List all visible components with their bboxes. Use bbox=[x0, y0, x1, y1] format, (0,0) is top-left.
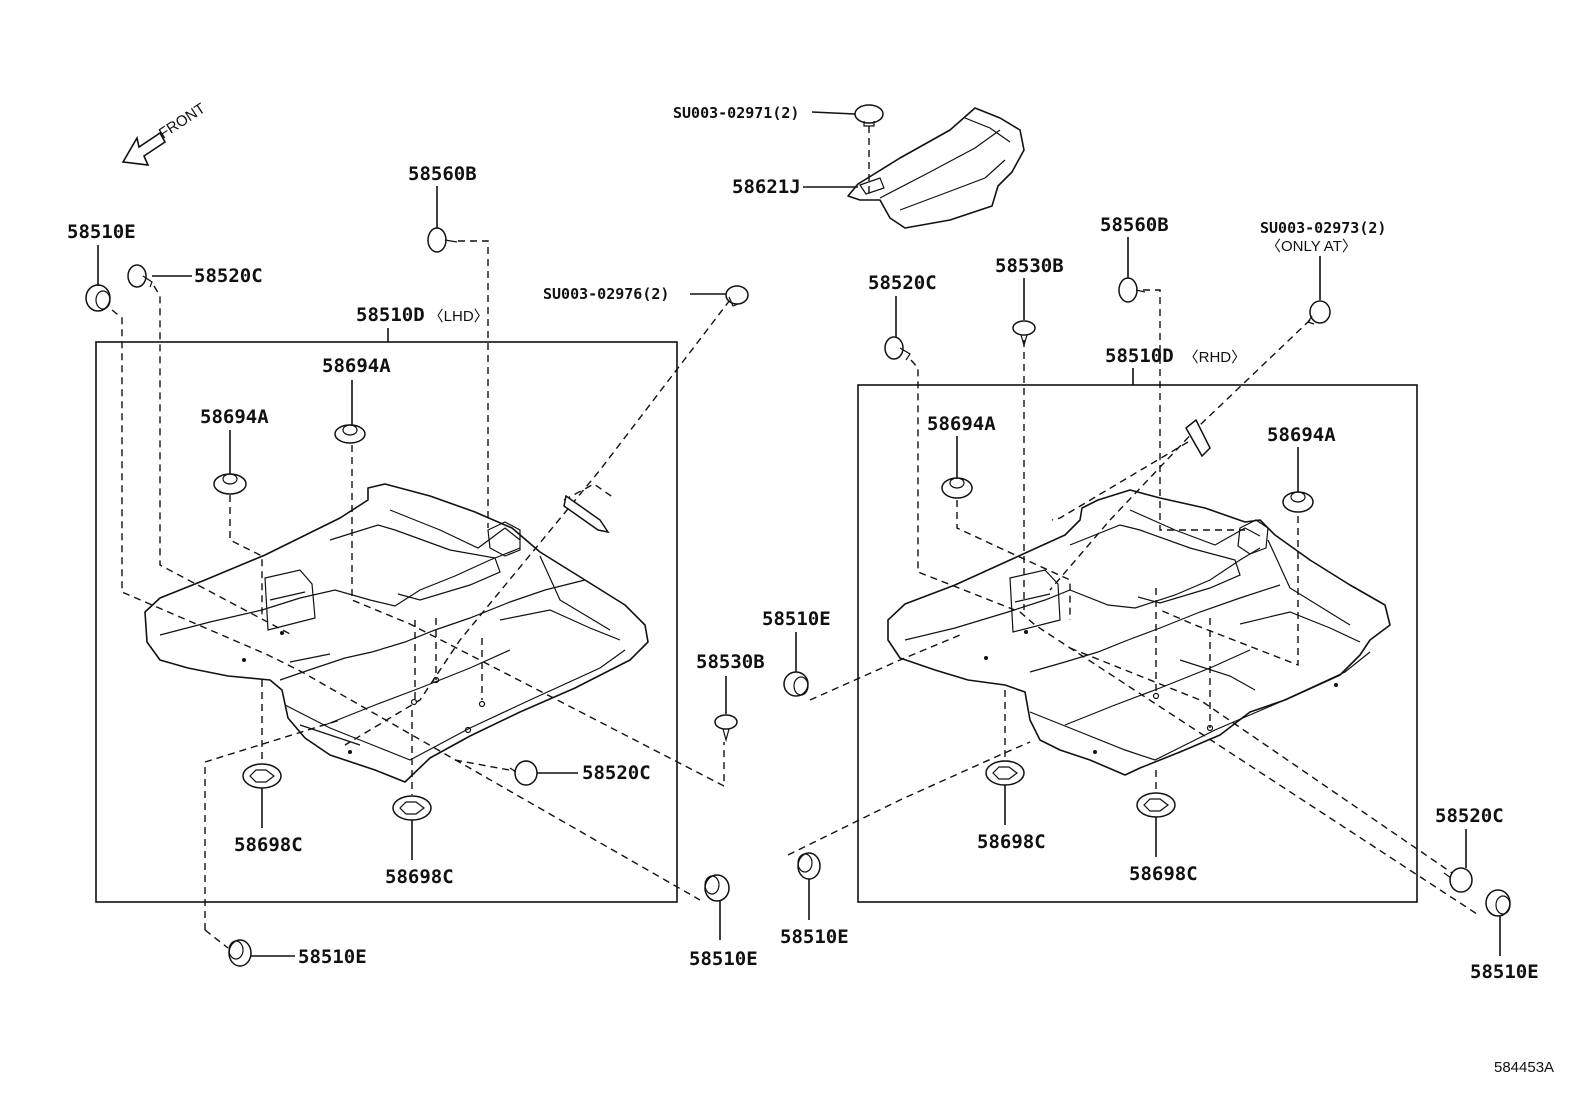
label-58510D-rhd-code: 58510D bbox=[1105, 345, 1174, 367]
label-58621J: 58621J bbox=[732, 176, 801, 198]
left-group-lhd: 58510E 58520C 58560B SU003-02976(2) 5851… bbox=[67, 163, 765, 970]
floor-carpet-rhd bbox=[887, 489, 1391, 776]
bracket-left-icon bbox=[563, 494, 610, 534]
clip-58560B-right-icon bbox=[1118, 277, 1146, 303]
label-58510E-top-left: 58510E bbox=[67, 221, 136, 243]
clip-58520C-right-left-icon bbox=[509, 760, 538, 786]
duct-58621J: SU003-02971(2) 58621J bbox=[673, 104, 1025, 229]
label-su003-02976: SU003-02976(2) bbox=[543, 285, 669, 303]
label-58510E-bottom-left: 58510E bbox=[298, 946, 367, 968]
right-frame bbox=[857, 384, 1418, 903]
label-58510E-left-right: 58510E bbox=[762, 608, 831, 630]
label-su003-02973: SU003-02973(2) bbox=[1260, 219, 1386, 237]
clip-58694A-left-right-icon bbox=[941, 477, 973, 499]
label-58694A-left: 58694A bbox=[200, 406, 269, 428]
clip-su003-02976-icon bbox=[725, 285, 749, 307]
label-only-at: 〈ONLY AT〉 bbox=[1266, 238, 1357, 255]
label-58510D-lhd-qualifier: 〈LHD〉 bbox=[429, 308, 489, 325]
clip-58510E-far-right-icon bbox=[1485, 889, 1511, 917]
clip-58510E-top-left-icon bbox=[85, 284, 111, 312]
label-58510D-rhd-qualifier: 〈RHD〉 bbox=[1184, 349, 1247, 366]
label-58698C-left-right: 58698C bbox=[977, 831, 1046, 853]
bracket-right-icon bbox=[1185, 418, 1211, 458]
label-58510E-far-right: 58510E bbox=[1470, 961, 1539, 983]
label-58560B-right: 58560B bbox=[1100, 214, 1169, 236]
right-leaders bbox=[787, 289, 1481, 917]
floor-carpet-lhd bbox=[144, 483, 649, 783]
label-58694A-right: 58694A bbox=[1267, 424, 1336, 446]
label-58510E-bottom-right: 58510E bbox=[780, 926, 849, 948]
clip-58510E-bottom-left-icon bbox=[228, 939, 252, 967]
label-58520C-bottom-right: 58520C bbox=[1435, 805, 1504, 827]
clip-su003-02973-icon bbox=[1307, 300, 1331, 325]
label-58698C-mid: 58698C bbox=[385, 866, 454, 888]
label-58510E-right-left: 58510E bbox=[689, 948, 758, 970]
label-58698C-right: 58698C bbox=[1129, 863, 1198, 885]
label-58694A-top-left: 58694A bbox=[322, 355, 391, 377]
label-58520C-right-left: 58520C bbox=[582, 762, 651, 784]
label-58560B-left: 58560B bbox=[408, 163, 477, 185]
label-58694A-left-right: 58694A bbox=[927, 413, 996, 435]
label-58510D-rhd: 58510D 〈RHD〉 bbox=[1105, 345, 1246, 367]
label-58520C-top-left: 58520C bbox=[194, 265, 263, 287]
clip-58510E-bottom-right-icon bbox=[797, 852, 821, 880]
right-group-rhd: 58560B SU003-02973(2) 〈ONLY AT〉 58520C 5… bbox=[762, 214, 1539, 983]
pad-58698C-mid-icon bbox=[392, 795, 432, 821]
label-58530B-left: 58530B bbox=[696, 651, 765, 673]
clip-58694A-top-left-icon bbox=[334, 424, 366, 444]
left-leaders bbox=[111, 240, 731, 949]
pad-58698C-left-icon bbox=[242, 763, 282, 789]
label-58510D-lhd-code: 58510D bbox=[356, 304, 425, 326]
clip-58560B-left-icon bbox=[427, 227, 458, 253]
front-arrow-icon: FRONT bbox=[121, 100, 209, 166]
clip-58510E-left-right-icon bbox=[783, 671, 809, 697]
pad-58698C-left-right-icon bbox=[985, 760, 1025, 786]
clip-58694A-right-icon bbox=[1282, 491, 1314, 513]
drawing-code: 584453A bbox=[1494, 1059, 1554, 1076]
label-58530B-right: 58530B bbox=[995, 255, 1064, 277]
left-frame bbox=[95, 341, 678, 903]
clip-58530B-right-icon bbox=[1012, 320, 1036, 348]
label-58698C-left: 58698C bbox=[234, 834, 303, 856]
label-su003-02971: SU003-02971(2) bbox=[673, 104, 799, 122]
clip-58520C-top-left-icon bbox=[127, 264, 153, 288]
clip-58510E-right-left-icon bbox=[704, 874, 730, 902]
clip-58520C-top-right-icon bbox=[884, 336, 911, 361]
pad-58698C-right-icon bbox=[1136, 792, 1176, 818]
clip-58694A-left-icon bbox=[213, 473, 247, 495]
label-58510D-lhd: 58510D 〈LHD〉 bbox=[356, 304, 489, 326]
label-58520C-top-right: 58520C bbox=[868, 272, 937, 294]
clip-58530B-left-icon bbox=[714, 714, 738, 743]
front-label: FRONT bbox=[156, 100, 209, 142]
clip-su003-02971-icon bbox=[854, 104, 884, 127]
clip-58520C-bottom-right-icon bbox=[1443, 867, 1473, 893]
